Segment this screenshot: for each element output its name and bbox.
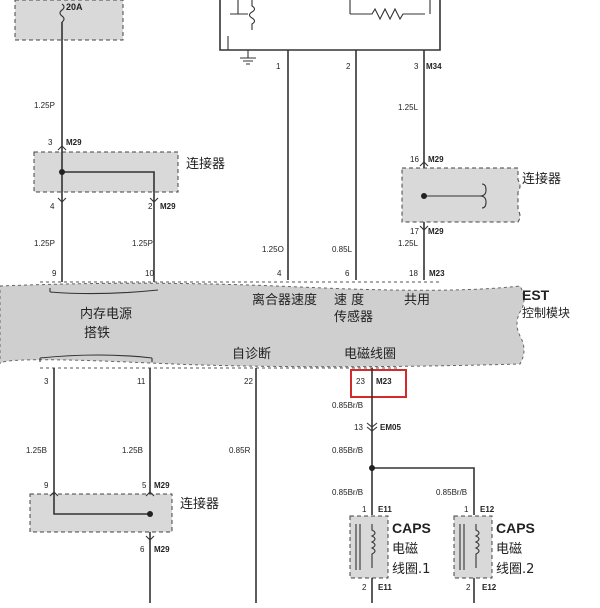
svg-text:13: 13 (354, 423, 363, 432)
svg-text:CAPS: CAPS (496, 520, 535, 536)
svg-text:9: 9 (52, 269, 57, 278)
svg-text:2: 2 (466, 583, 471, 592)
highlight-box (350, 369, 407, 398)
label-memory-ground: 搭铁 (84, 325, 110, 341)
svg-text:4: 4 (50, 202, 55, 211)
svg-text:M23: M23 (376, 377, 392, 386)
label-common: 共用 (404, 293, 430, 308)
connector-em05: 13 EM05 (354, 422, 401, 432)
connector-lower-left-label: 连接器 (180, 496, 219, 512)
svg-text:3: 3 (414, 62, 419, 71)
svg-text:CAPS: CAPS (392, 520, 431, 536)
caps2-coil-icon (474, 524, 480, 568)
svg-text:1.25B: 1.25B (122, 446, 143, 455)
svg-text:M29: M29 (160, 202, 176, 211)
svg-text:6: 6 (345, 269, 350, 278)
svg-text:线圈.1: 线圈.1 (392, 562, 430, 577)
svg-text:11: 11 (137, 377, 146, 386)
top-module-pins: 1 2 3 M34 (276, 62, 442, 71)
svg-text:10: 10 (145, 269, 154, 278)
connector-top-left: 连接器 3 M29 4 2 M29 (33, 138, 225, 211)
svg-text:0.85Br/B: 0.85Br/B (436, 488, 467, 497)
est-control-module (0, 282, 525, 368)
svg-text:0.85Br/B: 0.85Br/B (332, 401, 363, 410)
fuse-element (59, 3, 65, 23)
label-self-diagnosis: 自诊断 (232, 347, 271, 362)
caps-solenoid-1: 1 E11 CAPS 电磁 线圈.1 2 E11 (349, 505, 431, 603)
svg-text:3: 3 (44, 377, 49, 386)
wire-label-top-left: 1.25P (34, 101, 55, 110)
svg-text:EM05: EM05 (380, 423, 401, 432)
svg-text:0.85R: 0.85R (229, 446, 251, 455)
svg-text:1.25B: 1.25B (26, 446, 47, 455)
svg-text:5: 5 (142, 481, 147, 490)
svg-text:3: 3 (48, 138, 53, 147)
svg-text:M23: M23 (429, 269, 445, 278)
svg-text:2: 2 (346, 62, 351, 71)
svg-text:2: 2 (148, 202, 153, 211)
svg-text:18: 18 (409, 269, 418, 278)
svg-text:电磁: 电磁 (392, 542, 418, 557)
svg-text:E12: E12 (482, 583, 497, 592)
ground-icon (240, 57, 256, 65)
svg-text:1: 1 (362, 505, 367, 514)
svg-text:16: 16 (410, 155, 419, 164)
svg-text:1.25P: 1.25P (132, 239, 153, 248)
label-memory-power: 内存电源 (80, 306, 132, 322)
svg-text:1.25P: 1.25P (34, 239, 55, 248)
label-clutch-speed: 离合器速度 (252, 292, 317, 308)
label-solenoid: 电磁线圈 (344, 347, 396, 362)
caps-solenoid-2: 1 E12 CAPS 电磁 线圈.2 2 E12 (453, 505, 535, 603)
svg-text:E11: E11 (378, 505, 392, 514)
svg-text:M29: M29 (428, 227, 444, 236)
est-top-pins: 9 10 4 6 18 M23 (52, 269, 445, 278)
svg-text:M34: M34 (426, 62, 442, 71)
svg-text:6: 6 (140, 545, 145, 554)
est-text: EST 控制模块 内存电源 搭铁 离合器速度 速 度 传感器 共用 自诊断 电磁… (80, 287, 570, 362)
est-bottom-pins: 3 11 22 23 M23 (44, 377, 392, 386)
caps1-coil-icon (370, 524, 376, 568)
top-module-coil-icon (248, 0, 256, 30)
svg-text:E12: E12 (480, 505, 495, 514)
svg-text:线圈.2: 线圈.2 (496, 562, 534, 577)
svg-text:0.85Br/B: 0.85Br/B (332, 488, 363, 497)
fuse-rating: 20A (66, 2, 83, 12)
svg-text:1: 1 (464, 505, 469, 514)
svg-text:2: 2 (362, 583, 367, 592)
svg-text:1: 1 (276, 62, 281, 71)
svg-text:E11: E11 (378, 583, 392, 592)
svg-text:电磁: 电磁 (496, 542, 522, 557)
connector-top-left-label: 连接器 (186, 156, 225, 172)
svg-text:1.25O: 1.25O (262, 245, 284, 254)
connector-right-label: 连接器 (522, 171, 561, 187)
svg-text:0.85L: 0.85L (332, 245, 353, 254)
label-speed-sensor: 传感器 (334, 309, 373, 325)
connector-right: 连接器 16 M29 17 M29 (401, 155, 561, 236)
top-module (219, 0, 441, 65)
svg-text:23: 23 (356, 377, 365, 386)
pin-markers (49, 145, 429, 541)
svg-text:M29: M29 (154, 481, 170, 490)
connector-lower-left: 连接器 9 5 M29 6 M29 (29, 481, 219, 554)
svg-text:0.85Br/B: 0.85Br/B (332, 446, 363, 455)
svg-text:M29: M29 (428, 155, 444, 164)
svg-text:17: 17 (410, 227, 419, 236)
label-speed: 速 度 (334, 292, 364, 308)
est-subtitle: 控制模块 (522, 306, 570, 320)
splice-dot (59, 169, 65, 175)
svg-text:1.25L: 1.25L (398, 103, 419, 112)
splice-dot-caps (369, 465, 375, 471)
svg-text:1.25L: 1.25L (398, 239, 419, 248)
top-module-resistor-icon (350, 7, 425, 21)
svg-text:M29: M29 (66, 138, 82, 147)
fuse: 20A (14, 0, 124, 41)
svg-text:9: 9 (44, 481, 49, 490)
est-title: EST (522, 287, 550, 303)
shield-wire-icon (424, 183, 487, 209)
svg-text:M29: M29 (154, 545, 170, 554)
svg-text:22: 22 (244, 377, 253, 386)
svg-text:4: 4 (277, 269, 282, 278)
